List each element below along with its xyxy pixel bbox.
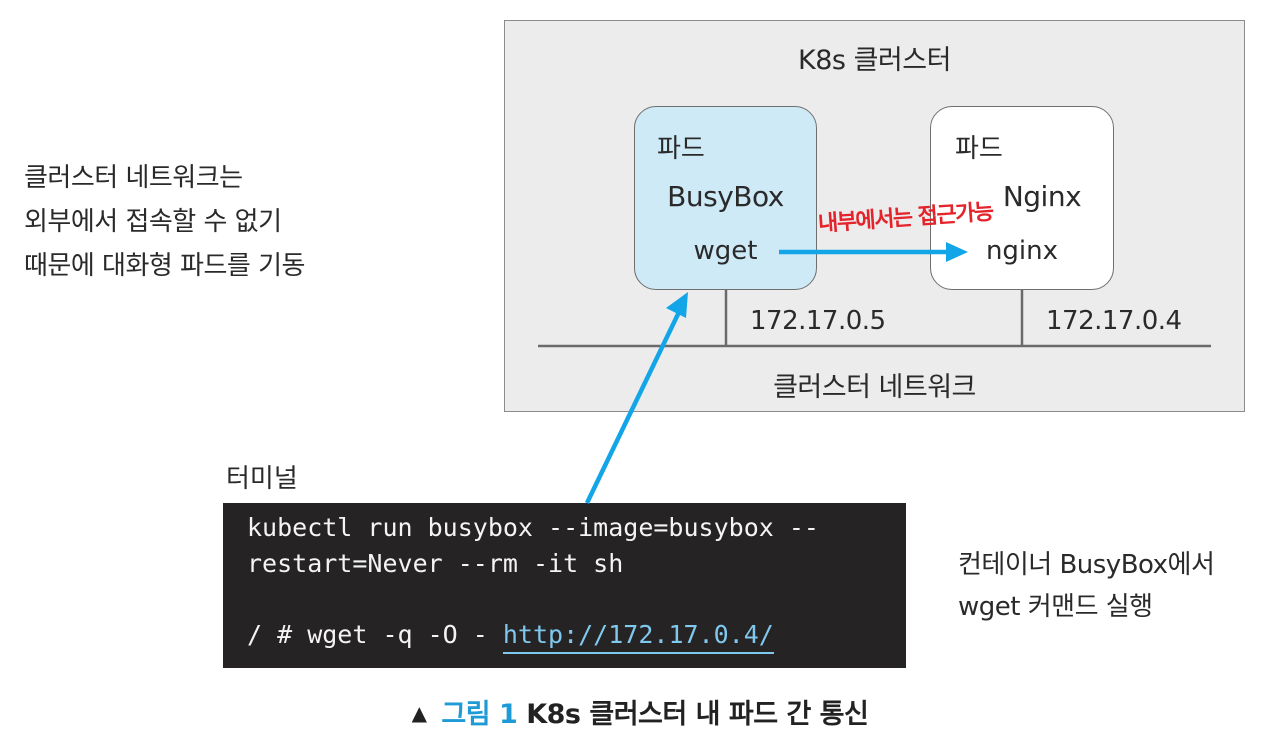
busybox-pod-label: 파드	[657, 134, 705, 164]
terminal-window	[223, 503, 906, 668]
terminal-prompt: / # wget -q -O -	[247, 620, 503, 649]
terminal-url: http://172.17.0.4/	[502, 620, 774, 654]
busybox-process: wget	[693, 236, 758, 266]
terminal-line: restart=Never --rm -it sh	[247, 549, 624, 578]
caption-figure-number: 그림 1	[441, 699, 518, 730]
terminal-to-pod-arrowhead	[666, 292, 688, 318]
terminal-label: 터미널	[226, 464, 298, 494]
figure-caption: ▲ 그림 1 K8s 클러스터 내 파드 간 통신	[0, 692, 1280, 731]
terminal-line: kubectl run busybox --image=busybox --	[247, 513, 819, 542]
right-note-line: wget 커맨드 실행	[958, 592, 1153, 622]
left-note-line: 클러스터 네트워크는	[24, 163, 243, 193]
terminal-command: / # wget -q -O - http://172.17.0.4/	[247, 620, 774, 654]
left-note: 클러스터 네트워크는 외부에서 접속할 수 없기 때문에 대화형 파드를 기동	[24, 156, 305, 288]
cluster-title: K8s 클러스터	[798, 45, 951, 76]
terminal-to-pod-arrow	[584, 309, 683, 504]
right-note: 컨테이너 BusyBox에서 wget 커맨드 실행	[958, 544, 1215, 628]
nginx-pod	[930, 106, 1114, 290]
busybox-ip: 172.17.0.5	[750, 306, 886, 336]
busybox-pod	[634, 106, 817, 290]
nginx-pod-label: 파드	[955, 134, 1003, 164]
caption-text: K8s 클러스터 내 파드 간 통신	[526, 699, 869, 730]
nginx-process: nginx	[985, 236, 1059, 266]
left-note-line: 외부에서 접속할 수 없기	[24, 207, 282, 237]
nginx-ip: 172.17.0.4	[1046, 306, 1182, 336]
left-note-line: 때문에 대화형 파드를 기동	[24, 251, 305, 281]
caption-triangle-icon: ▲	[411, 701, 427, 725]
right-note-line: 컨테이너 BusyBox에서	[958, 550, 1215, 580]
cluster-network-label: 클러스터 네트워크	[773, 372, 976, 403]
busybox-pod-name: BusyBox	[667, 180, 784, 213]
pod-to-pod-arrowhead	[946, 242, 968, 262]
nginx-pod-name: Nginx	[1002, 180, 1082, 213]
